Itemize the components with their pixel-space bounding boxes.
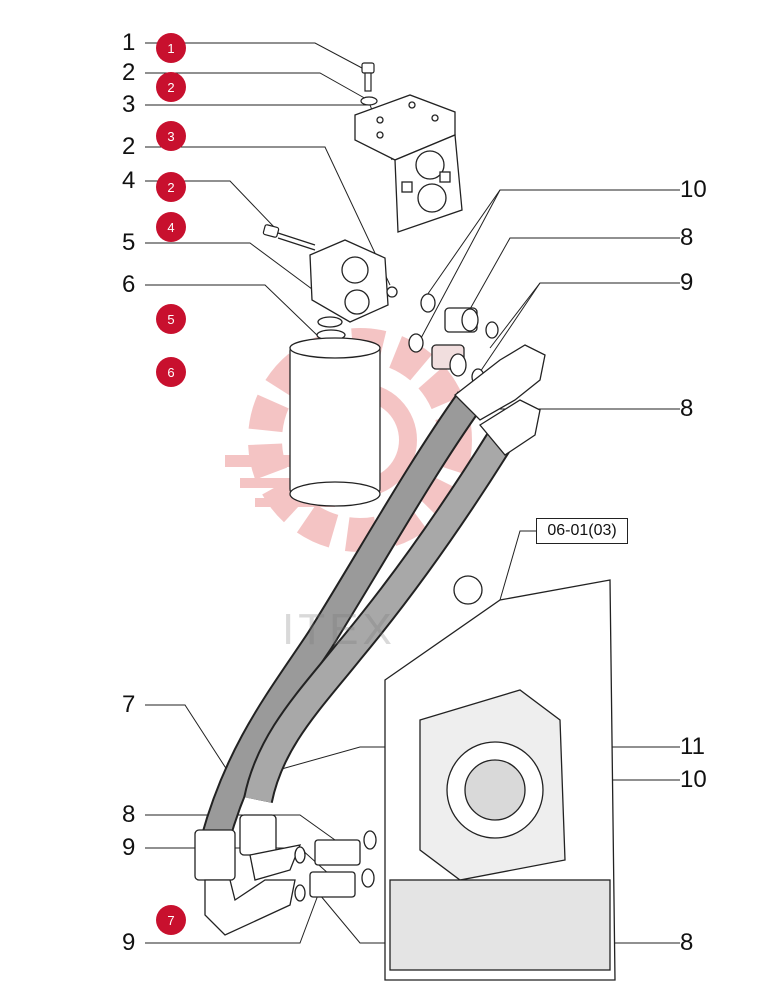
badge-5: 5 [156, 304, 186, 334]
badge-4: 4 [156, 212, 186, 242]
hose-fittings-upper [454, 344, 546, 456]
callout-9-left-a: 9 [122, 834, 136, 861]
callout-8-lower-right: 8 [680, 929, 694, 956]
callout-8-mid: 8 [680, 395, 694, 422]
callout-7: 7 [122, 691, 136, 718]
callout-3: 3 [122, 91, 136, 118]
reference-box: 06-01(03) [536, 518, 628, 544]
callout-2b: 2 [122, 133, 136, 160]
callout-1: 1 [122, 29, 136, 56]
filter-cartridge-part [289, 329, 381, 507]
callout-9-right: 9 [680, 269, 694, 296]
callout-10-lower: 10 [680, 766, 707, 793]
callout-2a: 2 [122, 59, 136, 86]
bracket-part [354, 94, 463, 233]
callout-9-left-b: 9 [122, 929, 136, 956]
callout-8-upper: 8 [680, 224, 694, 251]
callout-10-upper: 10 [680, 176, 707, 203]
callout-5: 5 [122, 229, 136, 256]
badge-1: 1 [156, 33, 186, 63]
badge-6: 6 [156, 357, 186, 387]
badge-3: 3 [156, 121, 186, 151]
watermark-text: ITEX [282, 605, 396, 654]
hose-fittings-lower [194, 814, 377, 936]
badge-7: 7 [156, 905, 186, 935]
callout-8-lower-left: 8 [122, 801, 136, 828]
callout-6: 6 [122, 271, 136, 298]
fittings-upper [408, 293, 499, 386]
callout-11: 11 [680, 733, 705, 760]
long-bolt-part [262, 224, 316, 251]
transmission-housing [384, 575, 616, 981]
bolt-part [360, 62, 378, 106]
callout-4: 4 [122, 167, 136, 194]
filter-head-part [309, 239, 398, 328]
hose-pair [200, 391, 513, 845]
badge-2a: 2 [156, 72, 186, 102]
badge-2b: 2 [156, 172, 186, 202]
